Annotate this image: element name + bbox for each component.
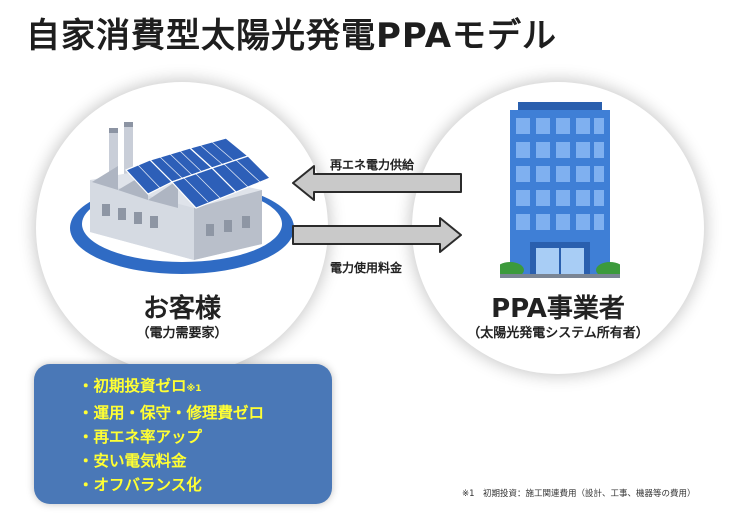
provider-subtitle: （太陽光発電システム所有者） xyxy=(467,326,649,341)
benefit-item: ・再エネ率アップ xyxy=(78,425,264,449)
benefits-box: ・初期投資ゼロ※1 ・運用・保守・修理費ゼロ ・再エネ率アップ ・安い電気料金 … xyxy=(34,364,332,504)
benefit-item: ・オフバランス化 xyxy=(78,473,264,497)
footnote: ※1 初期投資：施工関連費用（設計、工事、機器等の費用） xyxy=(462,489,696,499)
benefit-text: ・再エネ率アップ xyxy=(78,428,203,446)
benefit-item: ・安い電気料金 xyxy=(78,449,264,473)
benefit-text: ・安い電気料金 xyxy=(78,452,187,470)
benefit-text: ・初期投資ゼロ xyxy=(78,377,187,395)
customer-subtitle: （電力需要家） xyxy=(136,326,228,341)
benefit-text: ・オフバランス化 xyxy=(78,476,202,494)
supply-arrow xyxy=(292,165,462,201)
provider-name: PPA事業者 xyxy=(491,294,625,324)
benefits-list: ・初期投資ゼロ※1 ・運用・保守・修理費ゼロ ・再エネ率アップ ・安い電気料金 … xyxy=(78,374,264,497)
benefit-item: ・初期投資ゼロ※1 xyxy=(78,374,264,401)
supply-arrow-label: 再エネ電力供給 xyxy=(330,158,415,172)
payment-arrow-label: 電力使用料金 xyxy=(330,261,403,275)
footnote-mark: ※1 xyxy=(186,384,202,394)
payment-arrow xyxy=(292,217,462,253)
benefit-item: ・運用・保守・修理費ゼロ xyxy=(78,401,264,425)
customer-name: お客様 xyxy=(142,294,221,324)
factory-with-solar-panels-icon xyxy=(70,122,294,274)
office-building-icon xyxy=(500,102,620,278)
page-title: 自家消費型太陽光発電PPAモデル xyxy=(26,16,558,56)
benefit-text: ・運用・保守・修理費ゼロ xyxy=(78,404,265,422)
